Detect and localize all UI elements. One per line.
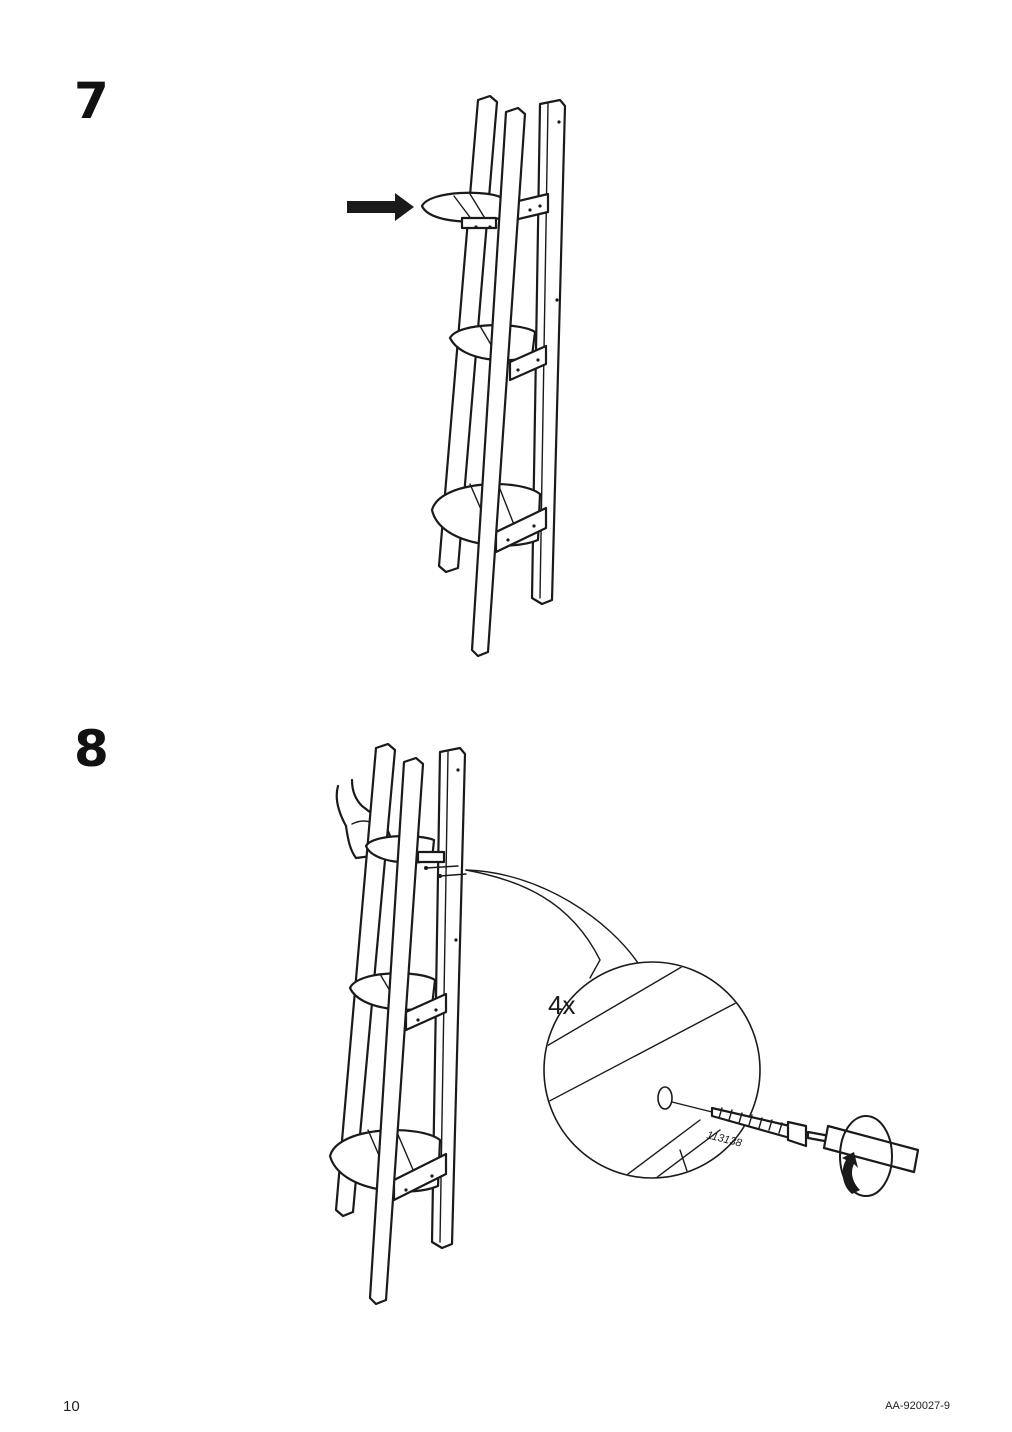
rotate-clockwise-icon — [839, 1115, 893, 1197]
arrow-right-icon — [347, 193, 414, 221]
shelf-top — [420, 191, 504, 230]
step-8-illustration: 4x 113138 — [328, 742, 920, 1306]
screw-icon — [671, 1101, 808, 1148]
detail-callout — [543, 961, 761, 1179]
screws-top — [424, 865, 467, 878]
step-8-number: 8 — [74, 720, 109, 778]
step-7-illustration — [347, 94, 567, 658]
step-7-number: 7 — [74, 72, 109, 130]
screwdriver-icon — [806, 1124, 920, 1174]
page-number: 10 — [63, 1398, 80, 1415]
quantity-label: 4x — [548, 990, 575, 1020]
document-code: AA-920027-9 — [885, 1400, 950, 1412]
